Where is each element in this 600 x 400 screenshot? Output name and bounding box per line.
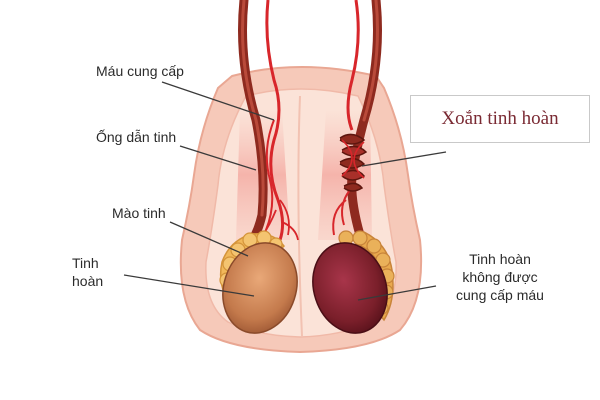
right-vas-deferens-highlight (362, 0, 379, 122)
label-vas-deferens: Ống dẫn tinh (96, 129, 177, 145)
leader-blood-supply (161, 81, 275, 121)
label-epididymis: Mào tinh (112, 205, 166, 221)
label-testis-line-1: Tinh (72, 255, 99, 271)
leader-lines (123, 81, 447, 301)
label-blood-supply: Máu cung cấp (96, 63, 184, 79)
label-no-blood-line-1: Tinh hoàn (469, 251, 531, 267)
leader-testis (123, 274, 255, 297)
label-no-blood-testis: Tinh hoàn không được cung cấp máu (440, 250, 560, 304)
right-ischemic-testis (312, 242, 388, 334)
torsion-coil (339, 133, 368, 192)
left-artery-main (265, 0, 285, 241)
leader-torsion (361, 151, 447, 167)
leader-no-blood-testis (357, 285, 437, 301)
left-vas-deferens-highlight (241, 0, 265, 217)
right-artery-main (346, 0, 360, 131)
right-artery-lower (332, 189, 351, 236)
median-raphe (297, 95, 303, 337)
leader-epididymis (169, 221, 249, 257)
label-no-blood-line-2: không được (462, 269, 538, 285)
left-healthy-testis (222, 242, 298, 334)
leader-vas-deferens (179, 145, 257, 171)
diagram-title: Xoắn tinh hoàn (441, 108, 559, 129)
label-no-blood-line-3: cung cấp máu (456, 287, 544, 303)
title-box: Xoắn tinh hoàn (410, 95, 590, 143)
label-testis: Tinh hoàn (72, 254, 103, 290)
left-artery-branch-1 (265, 119, 275, 231)
label-testis-line-2: hoàn (72, 273, 104, 289)
